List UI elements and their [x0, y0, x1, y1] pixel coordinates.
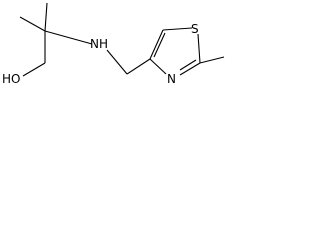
bond-c4-c5 [149, 29, 164, 60]
bond-c2-nitrogen [179, 62, 201, 76]
bond-c2-methyl [199, 56, 225, 64]
atom-label-amine: NH [90, 37, 108, 51]
bond-c2-nitrogen-inner [179, 59, 197, 71]
molecule-structure: NH HO S N [2, 2, 225, 86]
bond-methyl-quaternary-top [44, 2, 48, 32]
bond-ch2-oxygen [22, 62, 46, 77]
bond-nitrogen-ch2 [106, 49, 128, 75]
bond-quaternary-nitrogen [44, 30, 93, 45]
bond-methyl-quaternary-left [19, 16, 46, 32]
bond-sulfur-c2 [197, 33, 201, 64]
bond-c4-c5-inner [153, 32, 166, 58]
bond-ch2-c4 [126, 58, 151, 75]
bond-nitrogen-c4 [149, 58, 167, 75]
structure-canvas: NH HO S N [0, 0, 249, 124]
atom-label-ring-nitrogen: N [167, 72, 176, 86]
atom-label-sulfur: S [191, 22, 199, 36]
bond-c5-sulfur [162, 27, 193, 31]
atom-label-hydroxyl: HO [2, 72, 20, 86]
